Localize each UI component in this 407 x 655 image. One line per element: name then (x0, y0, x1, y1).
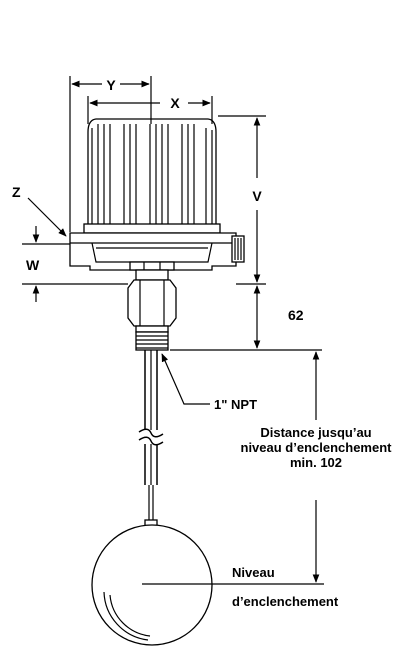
label-enclenchement: d’enclenchement (232, 594, 339, 609)
label-x: X (170, 95, 180, 111)
label-niveau: Niveau (232, 565, 275, 580)
dimension-distance: Distance jusqu’au niveau d’enclenchement… (142, 351, 393, 585)
float-stem (138, 350, 164, 529)
label-62: 62 (288, 307, 304, 323)
distance-line-3: min. 102 (290, 455, 342, 470)
callout-npt: 1" NPT (161, 353, 257, 412)
dimension-v: V (218, 115, 266, 285)
switch-housing (69, 118, 245, 281)
float-ball (91, 524, 213, 646)
distance-line-2: niveau d’enclenchement (241, 440, 393, 455)
switching-level-label: Niveau d’enclenchement (232, 565, 339, 609)
process-fitting (127, 279, 177, 351)
dimension-62: 62 (170, 285, 322, 351)
callout-z: Z (12, 184, 67, 237)
dimension-w: W (22, 226, 128, 302)
label-v: V (252, 188, 262, 204)
label-w: W (26, 257, 40, 273)
distance-line-1: Distance jusqu’au (260, 425, 371, 440)
dimension-x: X (87, 95, 213, 124)
label-y: Y (106, 77, 116, 93)
label-npt: 1" NPT (214, 397, 257, 412)
dimension-y: Y (69, 76, 152, 232)
label-z: Z (12, 184, 21, 200)
